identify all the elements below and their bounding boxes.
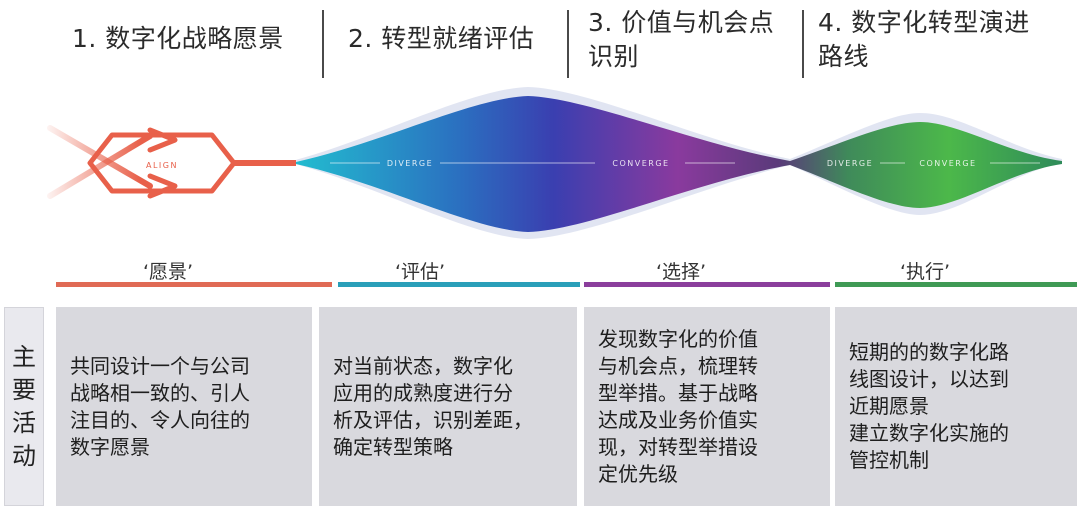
flow-label-diverge: DIVERGE <box>827 159 873 168</box>
phase-title-2: 2. 转型就绪评估 <box>348 24 535 53</box>
phase-title-3: 3. 价值与机会点 识别 <box>588 8 775 71</box>
flow-label-converge: CONVERGE <box>919 159 976 168</box>
activity-card-execution: 短期的的数字化路 线图设计，以达到 近期愿景 建立数字化实施的 管控机制 <box>835 307 1077 506</box>
activity-text: 共同设计一个与公司 战略相一致的、引人 注目的、令人向往的 数字愿景 <box>70 353 250 459</box>
activity-card-vision: 共同设计一个与公司 战略相一致的、引人 注目的、令人向往的 数字愿景 <box>56 307 312 506</box>
stage-bar-execution <box>835 282 1077 287</box>
align-arrow-icon <box>47 125 296 199</box>
activity-text: 短期的的数字化路 线图设计，以达到 近期愿景 建立数字化实施的 管控机制 <box>849 340 1009 472</box>
stage-label-assessment: ‘评估’ <box>394 261 446 283</box>
flow-label-diverge: DIVERGE <box>387 159 433 168</box>
activity-card-assessment: 对当前状态，数字化 应用的成熟度进行分 析及评估，识别差距， 确定转型策略 <box>319 307 577 506</box>
stage-bar-assessment <box>338 282 580 287</box>
main-activities-label: 主 要 活 动 <box>4 307 44 506</box>
activity-text: 发现数字化的价值 与机会点，梳理转 型举措。基于战略 达成及业务价值实 现，对转… <box>598 326 758 486</box>
flow-label-converge: CONVERGE <box>612 159 669 168</box>
phase-title-1: 1. 数字化战略愿景 <box>72 24 284 53</box>
activity-card-selection: 发现数字化的价值 与机会点，梳理转 型举措。基于战略 达成及业务价值实 现，对转… <box>584 307 830 506</box>
stage-label-execution: ‘执行’ <box>899 261 951 283</box>
align-diverge-converge-flow: ALIGN DIVERGE CONVERGE DIVERGE CONVERGE <box>47 87 1062 239</box>
phase-divider <box>322 10 324 78</box>
phase-divider <box>802 10 804 78</box>
phase-divider <box>567 10 569 78</box>
flow-body <box>296 96 1062 232</box>
align-label: ALIGN <box>146 161 178 170</box>
stage-label-selection: ‘选择’ <box>655 261 707 283</box>
activity-text: 对当前状态，数字化 应用的成熟度进行分 析及评估，识别差距， 确定转型策略 <box>333 353 533 459</box>
stage-bar-selection <box>584 282 830 287</box>
phase-title-4: 4. 数字化转型演进 路线 <box>818 8 1030 71</box>
stage-label-vision: ‘愿景’ <box>142 261 194 283</box>
stage-bar-vision <box>56 282 332 287</box>
